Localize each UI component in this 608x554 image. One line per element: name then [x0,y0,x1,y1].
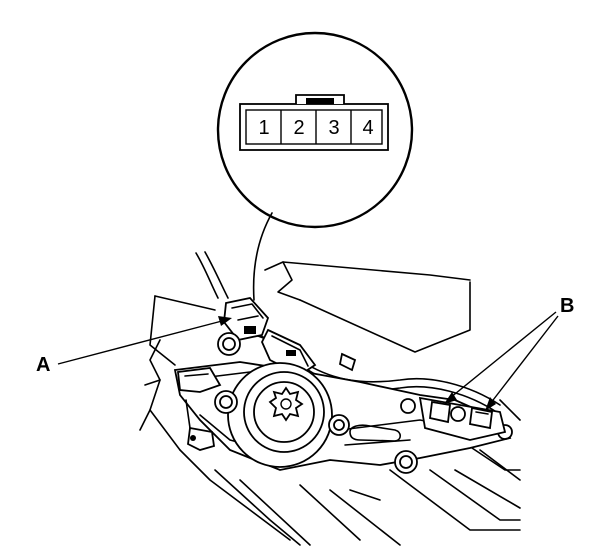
callout-a-leader [57,320,223,365]
bolts [214,332,513,474]
bolt-motor-right [328,414,350,436]
door-panel-outline [139,251,521,546]
connector-a [223,297,357,377]
lower-left-clip [185,399,216,451]
callout-a: A [36,316,232,376]
bolt-motor-left [214,390,238,414]
callout-a-arrowhead [218,316,232,326]
callout-b-leader-1 [449,311,557,399]
callout-a-label: A [36,354,50,376]
connector-face: 1 2 3 4 [239,94,389,151]
callout-b: B [444,295,574,411]
bolt-bracket-lower [394,450,418,474]
pin-3-label: 3 [328,117,339,139]
callout-b-arrowhead-1 [444,392,457,404]
callout-b-arrowhead-2 [485,397,496,411]
clamps-b [418,396,507,441]
connector-detail-callout: 1 2 3 4 [216,31,414,301]
callout-b-leader-2 [489,315,559,405]
pin-4-label: 4 [362,117,373,139]
bolt-upper-left [217,332,241,356]
bolt-clamp-left [400,398,416,414]
magnifier-leader [252,212,273,301]
pin-1-label: 1 [258,117,269,139]
pin-2-label: 2 [293,117,304,139]
callout-b-label: B [560,295,574,317]
